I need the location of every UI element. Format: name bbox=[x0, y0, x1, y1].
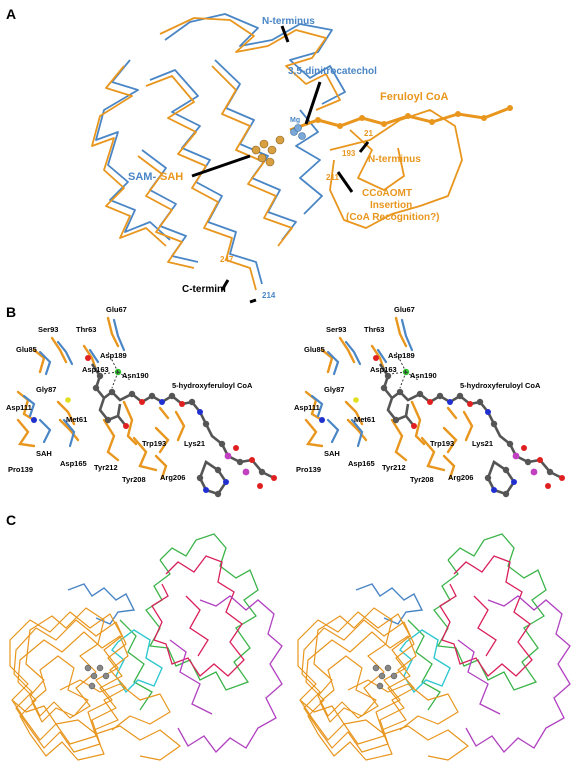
sam-sah-ligand bbox=[251, 135, 285, 167]
label-res-193: 193 bbox=[342, 149, 356, 158]
label-ca: Ca bbox=[276, 121, 285, 128]
label-res-211: 211 bbox=[326, 173, 339, 182]
panel-c-right bbox=[297, 533, 571, 761]
label-feruloyl-coa: Feruloyl CoA bbox=[380, 91, 449, 103]
panel-b-right bbox=[292, 303, 567, 499]
panel-b-left bbox=[4, 303, 279, 499]
label-sam: SAM- bbox=[128, 171, 156, 183]
label-mg: Mg bbox=[290, 117, 300, 124]
label-res-247: 247 bbox=[220, 255, 234, 264]
panel-c-letter: C bbox=[6, 512, 17, 528]
panel-b-letter: B bbox=[6, 304, 17, 320]
label-c-termini: C-termini bbox=[182, 284, 226, 295]
panel-c-left bbox=[9, 533, 283, 761]
label-res-214: 214 bbox=[262, 291, 276, 300]
label-n-terminus-top: N-terminus bbox=[262, 16, 315, 27]
panel-a-pointers bbox=[191, 25, 370, 304]
label-sah: SAH bbox=[160, 171, 183, 183]
catechol-ligand bbox=[290, 124, 306, 140]
label-res-21: 21 bbox=[364, 129, 373, 138]
label-insertion-3: (CoA Recognition?) bbox=[346, 212, 440, 223]
feruloyl-coa-atoms bbox=[315, 105, 513, 129]
blue-backbone-trace bbox=[95, 13, 346, 285]
orange-backbone-trace bbox=[91, 17, 463, 291]
feruloyl-coa-ligand bbox=[289, 106, 511, 132]
label-insertion-2: Insertion bbox=[370, 200, 412, 211]
label-n-terminus-right: N-terminus bbox=[368, 154, 421, 165]
label-dinitrocatechol: 3,5-dinitrocatechol bbox=[288, 66, 377, 77]
panel-a: N-terminus 3,5-dinitrocatechol Feruloyl … bbox=[91, 13, 513, 304]
label-insertion-1: CCoAOMT bbox=[362, 188, 412, 199]
panel-a-letter: A bbox=[6, 6, 17, 22]
